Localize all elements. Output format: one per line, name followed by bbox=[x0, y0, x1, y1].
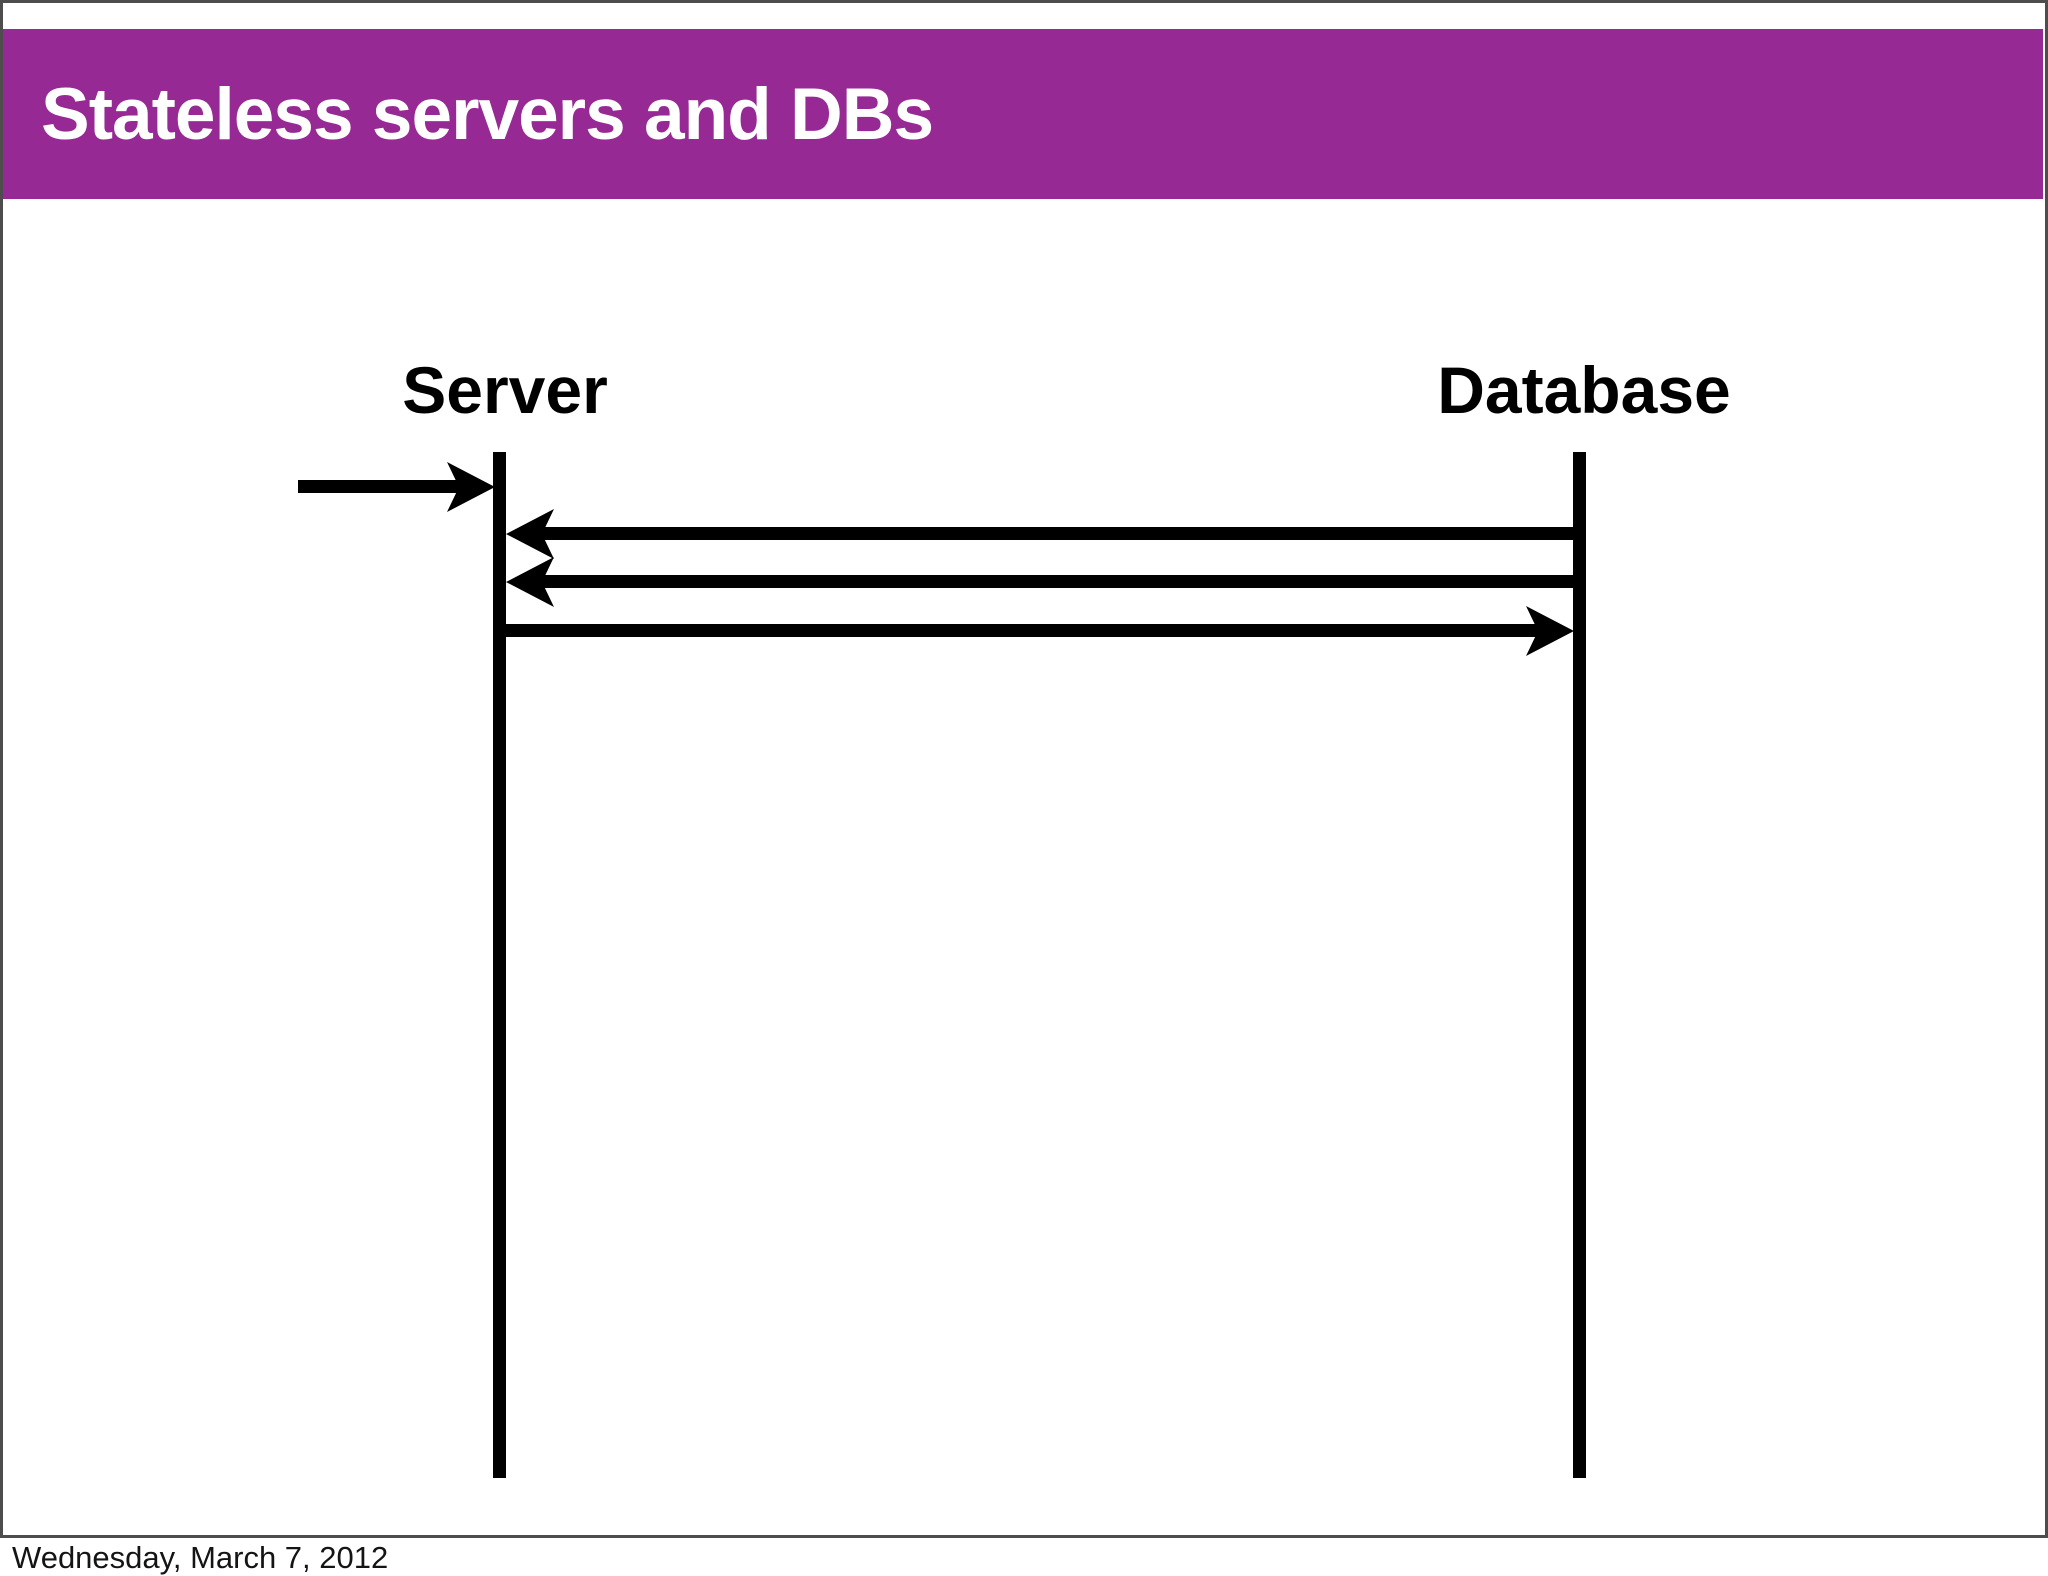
slide-frame bbox=[0, 0, 2048, 1538]
slide-title: Stateless servers and DBs bbox=[41, 73, 934, 155]
database-lifeline bbox=[1573, 452, 1586, 1478]
arrow-request-to-server bbox=[298, 462, 495, 512]
arrow-server-to-db bbox=[500, 606, 1574, 656]
actor-label-server: Server bbox=[402, 353, 608, 427]
arrow-db-to-server-1 bbox=[506, 509, 1580, 559]
server-lifeline bbox=[493, 452, 506, 1478]
actor-label-database: Database bbox=[1437, 353, 1731, 427]
footer-date: Wednesday, March 7, 2012 bbox=[12, 1540, 389, 1575]
arrow-db-to-server-2 bbox=[506, 557, 1580, 607]
title-bar: Stateless servers and DBs bbox=[3, 29, 2043, 199]
